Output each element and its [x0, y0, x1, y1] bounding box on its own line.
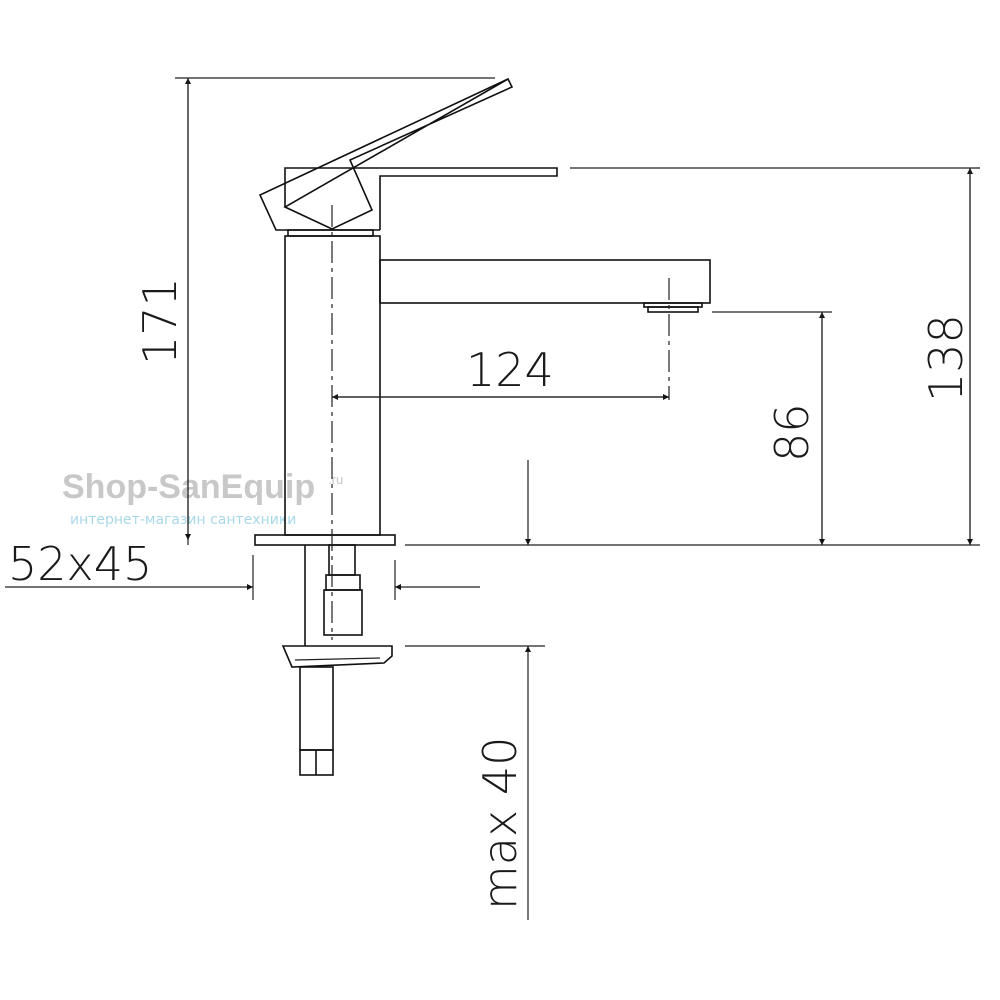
svg-text:max 40: max 40: [473, 737, 527, 910]
svg-text:86: 86: [765, 403, 819, 462]
faucet-body: [254, 77, 711, 776]
watermark: Shop-SanEquip .ru интернет-магазин санте…: [62, 468, 343, 528]
dimension-124: 124: [332, 343, 669, 400]
svg-text:171: 171: [133, 277, 187, 365]
svg-text:интернет-магазин сантехники: интернет-магазин сантехники: [70, 512, 296, 528]
dimension-52x45: 52x45: [5, 537, 480, 600]
dimension-86: 86: [712, 311, 832, 545]
svg-text:.ru: .ru: [328, 472, 343, 487]
dimension-max-40: max 40: [405, 460, 545, 920]
svg-text:138: 138: [919, 314, 973, 402]
svg-text:52x45: 52x45: [8, 537, 152, 591]
dimension-171: 171: [133, 77, 495, 545]
dimension-138: 138: [405, 167, 980, 546]
svg-text:124: 124: [466, 343, 554, 397]
